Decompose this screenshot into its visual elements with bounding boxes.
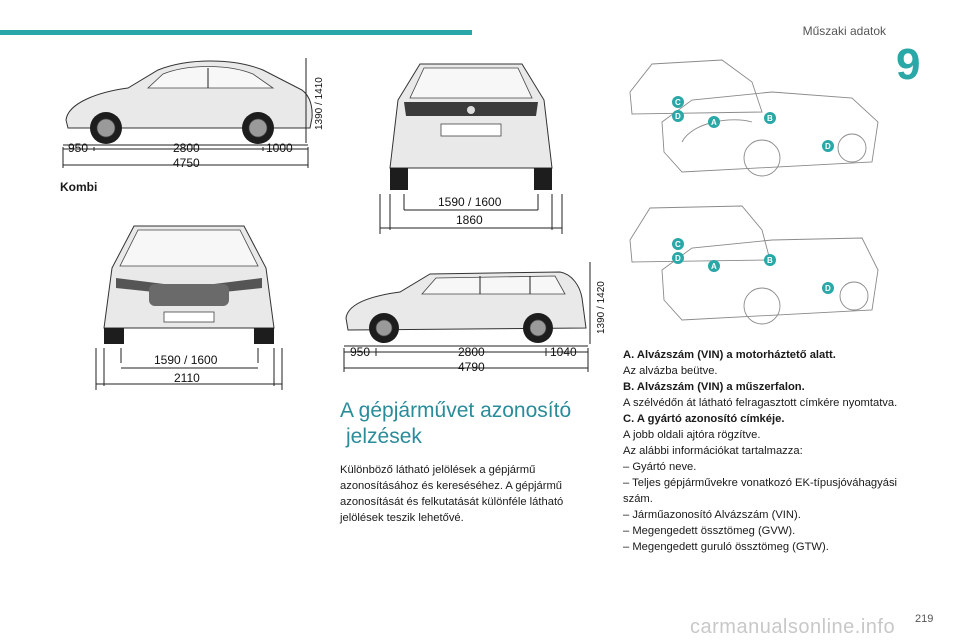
kombi-height: 1390 / 1420: [596, 281, 607, 334]
sedan-front-overhang: 950: [68, 141, 88, 155]
header-accent-bar: [0, 30, 472, 35]
id-location-sedan-figure: C D A B D: [629, 59, 879, 177]
spec-c-text-2: Az alábbi információkat tartalmazza:: [623, 445, 803, 457]
kombi-front-figure: 1590 / 1600 2110: [95, 225, 283, 390]
rear-view-figure: 1590 / 1600 1860: [379, 63, 563, 234]
spec-item: – Gyártó neve.: [623, 461, 697, 473]
marker-d: D: [675, 112, 681, 121]
marker-c: C: [675, 98, 681, 107]
heading-line-1: A gépjárművet azonosító: [340, 399, 572, 422]
sedan-length: 4750: [173, 156, 200, 170]
kombi-length: 4790: [458, 360, 485, 374]
heading-line-2: jelzések: [346, 425, 422, 448]
sedan-rear-overhang: 1000: [266, 141, 293, 155]
spec-c-title: C. A gyártó azonosító címkéje.: [623, 413, 785, 425]
chapter-number: 9: [896, 40, 921, 89]
marker-a-kombi: A: [711, 262, 717, 271]
identification-list: A. Alvázszám (VIN) a motorháztető alatt.…: [623, 347, 903, 555]
kombi-rear-overhang: 1040: [550, 345, 577, 359]
watermark: carmanualsonline.info: [690, 616, 896, 638]
marker-b-kombi: B: [767, 256, 773, 265]
kombi-front-overhang: 950: [350, 345, 370, 359]
rear-width: 1860: [456, 213, 483, 227]
spec-c-text-1: A jobb oldali ajtóra rögzítve.: [623, 429, 761, 441]
page-number: 219: [915, 613, 934, 625]
marker-d-kombi-2: D: [825, 284, 831, 293]
rear-track: 1590 / 1600: [438, 195, 502, 209]
spec-b-title: B. Alvázszám (VIN) a műszerfalon.: [623, 381, 805, 393]
marker-b: B: [767, 114, 773, 123]
section-title: Műszaki adatok: [802, 24, 886, 38]
kombi-front-width: 2110: [174, 371, 200, 385]
id-location-kombi-figure: C D A B D: [629, 205, 879, 325]
spec-a-text: Az alvázba beütve.: [623, 365, 718, 377]
spec-item: – Megengedett guruló össztömeg (GTW).: [623, 541, 829, 553]
sedan-height: 1390 / 1410: [314, 77, 325, 130]
kombi-front-track: 1590 / 1600: [154, 353, 218, 367]
kombi-wheelbase: 2800: [458, 345, 485, 359]
intro-paragraph: Különböző látható jelölések a gépjármű a…: [340, 464, 564, 524]
sedan-wheelbase: 2800: [173, 141, 200, 155]
section-heading: A gépjárművet azonosító jelzések: [340, 398, 600, 450]
marker-d-2: D: [825, 142, 831, 151]
marker-c-kombi: C: [675, 240, 681, 249]
spec-item: – Teljes gépjárművekre vonatkozó EK-típu…: [623, 477, 898, 505]
kombi-side-figure: 950 2800 1040 4790 1390 / 1420: [343, 262, 607, 374]
spec-b-text: A szélvédőn át látható felragasztott cím…: [623, 397, 898, 409]
kombi-label: Kombi: [60, 180, 98, 194]
marker-d-kombi: D: [675, 254, 681, 263]
spec-item: – Járműazonosító Alvázszám (VIN).: [623, 509, 801, 521]
sedan-side-figure: 950 2800 1000 4750 1390 / 1410: [62, 58, 325, 170]
marker-a: A: [711, 118, 717, 127]
spec-item: – Megengedett össztömeg (GVW).: [623, 525, 796, 537]
spec-a-title: A. Alvázszám (VIN) a motorháztető alatt.: [623, 349, 836, 361]
